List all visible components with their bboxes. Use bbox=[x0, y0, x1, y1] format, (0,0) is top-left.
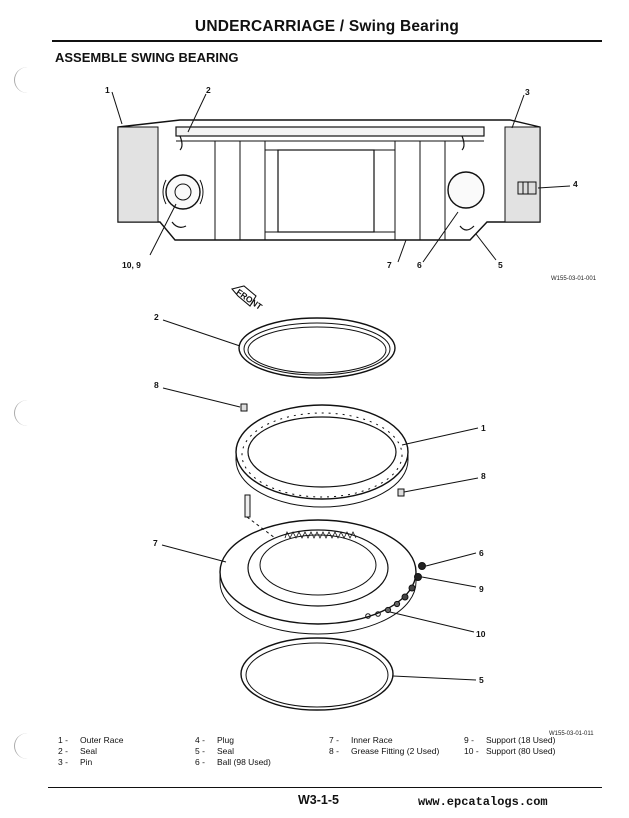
grease-fitting-bottom bbox=[397, 488, 405, 497]
header-rule bbox=[52, 40, 602, 42]
balls-and-supports bbox=[365, 562, 426, 619]
binder-hole bbox=[14, 400, 41, 426]
legend-item: 9 -Support (18 Used) bbox=[464, 735, 556, 745]
callout-9-support: 9 bbox=[479, 584, 484, 594]
front-arrow bbox=[231, 285, 257, 307]
callout-7: 7 bbox=[387, 260, 392, 270]
callout-8-fitting-b: 8 bbox=[481, 471, 486, 481]
page-number: W3-1-5 bbox=[298, 793, 339, 807]
figure2-code: W155-03-01-011 bbox=[549, 731, 594, 737]
callout-5: 5 bbox=[498, 260, 503, 270]
binder-hole bbox=[14, 67, 41, 93]
legend-item: 8 -Grease Fitting (2 Used) bbox=[329, 746, 440, 756]
page-header-title: UNDERCARRIAGE / Swing Bearing bbox=[194, 18, 460, 35]
legend-item: 1 -Outer Race bbox=[58, 735, 124, 745]
legend-item: 5 -Seal bbox=[195, 746, 235, 756]
callout-1: 1 bbox=[105, 85, 110, 95]
callout-5-seal: 5 bbox=[479, 675, 484, 685]
seal-ring-top bbox=[238, 317, 396, 379]
callout-2: 2 bbox=[206, 85, 211, 95]
bearing-cross-section bbox=[111, 91, 571, 263]
legend-col-1: 1 -Outer Race 2 -Seal 3 -Pin bbox=[58, 735, 123, 768]
outer-race bbox=[235, 404, 409, 508]
callout-10-9: 10, 9 bbox=[122, 260, 141, 270]
callout-4: 4 bbox=[573, 179, 578, 189]
watermark-link[interactable]: www.epcatalogs.com bbox=[418, 795, 548, 809]
legend-item: 2 -Seal bbox=[58, 746, 98, 756]
legend-item: 6 -Ball (98 Used) bbox=[195, 757, 271, 767]
callout-6: 6 bbox=[417, 260, 422, 270]
legend-col-4: 9 -Support (18 Used) 10 -Support (80 Use… bbox=[464, 735, 555, 757]
inner-race bbox=[219, 519, 417, 635]
callout-1-race: 1 bbox=[481, 423, 486, 433]
callout-7-inner: 7 bbox=[153, 538, 158, 548]
section-title: ASSEMBLE SWING BEARING bbox=[55, 50, 239, 65]
legend-item: 10 -Support (80 Used) bbox=[464, 746, 556, 756]
callout-3: 3 bbox=[525, 87, 530, 97]
legend-col-2: 4 -Plug 5 -Seal 6 -Ball (98 Used) bbox=[195, 735, 271, 768]
grease-fitting-top bbox=[240, 403, 248, 412]
seal-ring-bottom bbox=[240, 637, 394, 711]
callout-10-support: 10 bbox=[476, 629, 486, 639]
legend-col-3: 7 -Inner Race 8 -Grease Fitting (2 Used) bbox=[329, 735, 439, 757]
legend-item: 4 -Plug bbox=[195, 735, 235, 745]
pin bbox=[244, 494, 276, 539]
binder-hole bbox=[14, 733, 41, 759]
footer-rule bbox=[48, 787, 602, 788]
callout-2-seal: 2 bbox=[154, 312, 159, 322]
figure1-code: W155-03-01-001 bbox=[551, 276, 597, 282]
callout-8-fitting: 8 bbox=[154, 380, 159, 390]
legend-item: 7 -Inner Race bbox=[329, 735, 393, 745]
callout-6-ball: 6 bbox=[479, 548, 484, 558]
legend-item: 3 -Pin bbox=[58, 757, 93, 767]
